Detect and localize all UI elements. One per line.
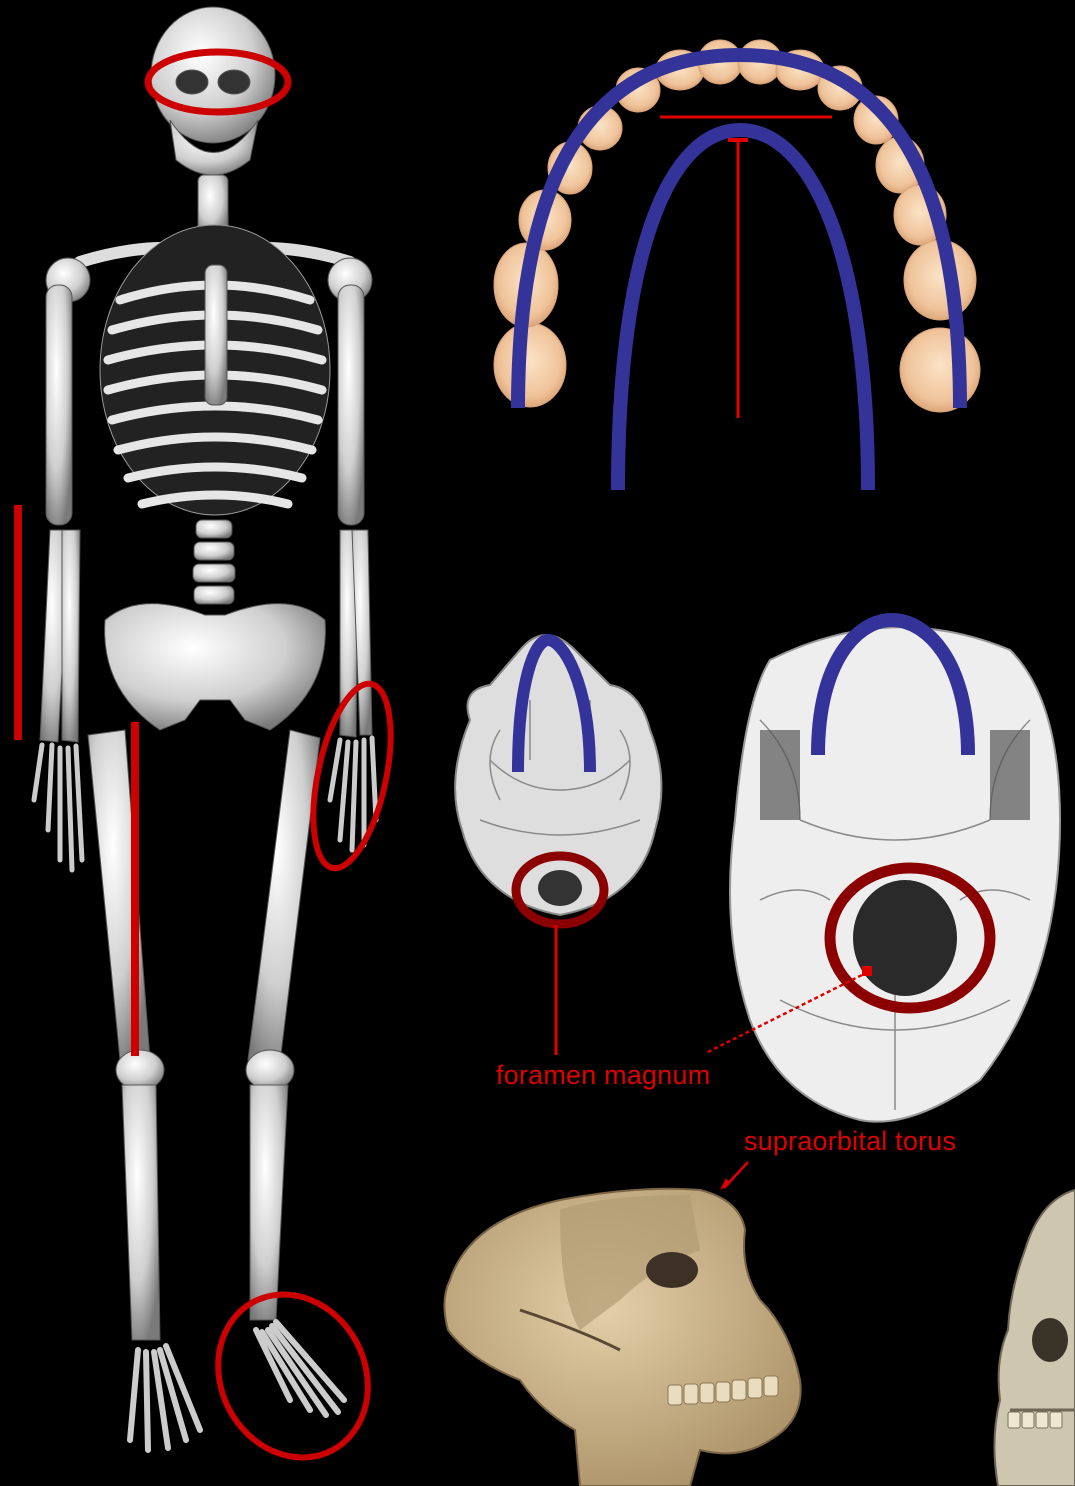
human-skull-base <box>708 620 1060 1122</box>
skeleton-spine <box>193 520 235 604</box>
foramen-magnum-label: foramen magnum <box>496 1060 710 1091</box>
skeleton-left-foot <box>130 1346 200 1450</box>
skeleton-right-femur <box>248 730 320 1062</box>
foot-circle <box>190 1268 396 1484</box>
human-foramen <box>853 880 957 996</box>
inner-arch-curve <box>618 130 868 490</box>
fossil-hominin-skull <box>444 1162 800 1486</box>
dental-arch <box>494 40 980 490</box>
ape-foramen <box>538 870 582 906</box>
supraorbital-torus-label: supraorbital torus <box>744 1126 956 1157</box>
skeleton-pelvis <box>105 604 326 730</box>
skeleton-left-humerus <box>46 285 72 525</box>
skeleton-sternum <box>205 265 227 405</box>
ape-skull-base <box>455 635 661 1055</box>
human-skeleton <box>34 7 376 1450</box>
skeleton-right-foot <box>256 1322 344 1415</box>
modern-human-skull-partial <box>994 1190 1075 1486</box>
skeleton-left-hand <box>34 745 82 870</box>
skeleton-right-humerus <box>338 285 364 525</box>
skeleton-left-femur <box>88 730 150 1060</box>
